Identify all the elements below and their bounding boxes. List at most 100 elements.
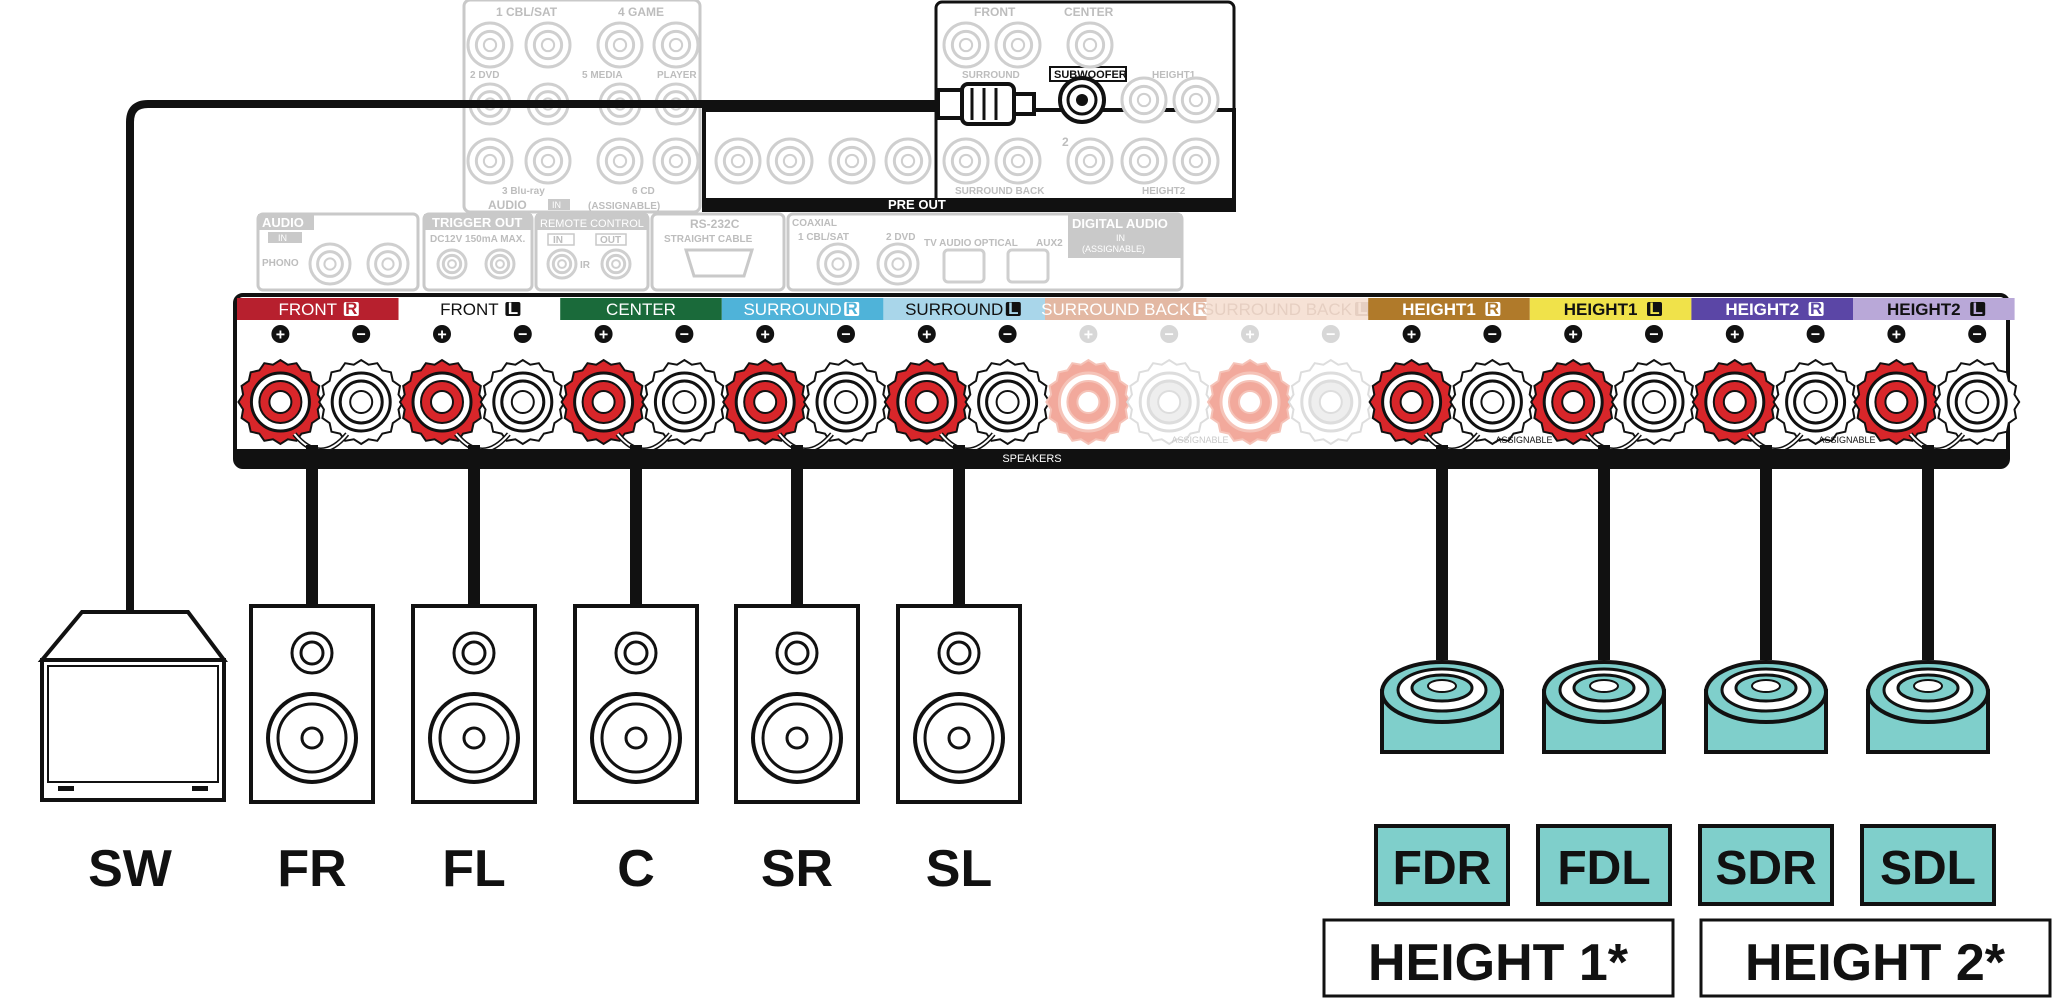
phono-l-jack-outer bbox=[366, 242, 410, 286]
preout-jack-8-outer bbox=[1172, 137, 1220, 185]
trigger-title-bar bbox=[424, 214, 532, 230]
remote-ir-label: IR bbox=[580, 260, 591, 271]
preout-jack-top-0-outer bbox=[942, 21, 990, 69]
height-label-sdl: SDL bbox=[1860, 824, 1996, 906]
preout-front-label: FRONT bbox=[974, 5, 1016, 19]
negative-post bbox=[1610, 358, 1698, 446]
positive-post-hole bbox=[1238, 390, 1262, 414]
digital-audio-label: DIGITAL AUDIO bbox=[1072, 216, 1168, 231]
label-fr: FR bbox=[277, 840, 346, 898]
terminal-side-badge bbox=[1193, 302, 1209, 316]
height-label-fdl: FDL bbox=[1536, 824, 1672, 906]
preout-jack-7-ring bbox=[1128, 145, 1160, 177]
remote-out-badge bbox=[595, 233, 627, 246]
minus-mark-sign: − bbox=[1649, 327, 1658, 344]
remote-control-label: REMOTE CONTROL bbox=[540, 218, 644, 230]
preout-jack-top-3-pin bbox=[1136, 92, 1152, 108]
input-in-label: IN bbox=[552, 200, 561, 210]
negative-post bbox=[1126, 358, 1213, 446]
positive-post bbox=[1853, 358, 1940, 446]
positive-post-hole bbox=[430, 390, 454, 414]
terminal-header-bar bbox=[883, 298, 1045, 320]
minus-mark bbox=[998, 325, 1017, 343]
preout-jack-top-0-pin bbox=[958, 37, 974, 53]
negative-post bbox=[964, 358, 1051, 446]
digital-audio-badge bbox=[1068, 214, 1182, 258]
label-sl: SL bbox=[926, 840, 992, 898]
input-cd-label: 6 CD bbox=[632, 186, 655, 197]
phono-audio-badge bbox=[258, 214, 314, 230]
terminal-side-badge bbox=[1647, 302, 1662, 316]
minus-mark bbox=[1806, 325, 1825, 343]
input-jack-2-pin bbox=[612, 37, 628, 53]
negative-post-hole bbox=[672, 390, 697, 414]
terminal-header-label: FRONT bbox=[279, 300, 338, 319]
input-jack-1-ring bbox=[532, 29, 564, 61]
height-label-box bbox=[1374, 824, 1510, 906]
terminal-header-label: HEIGHT2 bbox=[1725, 300, 1799, 319]
height-label-box bbox=[1536, 824, 1672, 906]
subwoofer-foot-left bbox=[58, 786, 74, 791]
tweeter-inner bbox=[946, 640, 972, 666]
positive-post bbox=[1206, 358, 1294, 446]
input-cbl-sat-label: 1 CBL/SAT bbox=[496, 5, 558, 19]
positive-post bbox=[1368, 358, 1455, 446]
terminal-side-badge bbox=[1485, 302, 1501, 316]
preout-jack-top-1-ring bbox=[1002, 29, 1034, 61]
preout-jack-2-outer bbox=[828, 137, 876, 185]
label-sr: SR bbox=[761, 840, 833, 898]
input-jack-0-outer bbox=[466, 21, 514, 69]
height-label-text: SDL bbox=[1880, 842, 1976, 895]
minus-mark bbox=[1483, 325, 1502, 343]
preout-jack-2-ring bbox=[836, 145, 868, 177]
preout-jack-0-outer bbox=[714, 137, 762, 185]
preout-jack-top-3-outer bbox=[1120, 76, 1168, 124]
plus-mark-sign: + bbox=[1569, 327, 1578, 344]
trigger-spec-label: DC12V 150mA MAX. bbox=[430, 234, 525, 245]
coax-dvd-label: 2 DVD bbox=[886, 232, 915, 243]
rc-jack-pin bbox=[611, 259, 621, 269]
aux2-label: AUX2 bbox=[1036, 238, 1063, 249]
rs232c-port bbox=[683, 248, 755, 278]
input-player-label: PLAYER bbox=[657, 70, 697, 81]
positive-post bbox=[1530, 358, 1617, 446]
minus-mark bbox=[1645, 325, 1663, 343]
rc-jack-ring bbox=[605, 253, 627, 275]
preout-jack-0-pin bbox=[730, 153, 746, 169]
input-jack-6-outer bbox=[596, 137, 644, 185]
positive-post-hole bbox=[1722, 390, 1747, 414]
wire-height-3 bbox=[1922, 445, 1934, 660]
input-jack-0-pin bbox=[482, 37, 498, 53]
positive-post bbox=[1691, 358, 1778, 446]
terminal-header-label: SURROUND bbox=[743, 300, 841, 319]
remote-in-badge bbox=[547, 233, 575, 246]
negative-post-hole bbox=[1480, 390, 1505, 414]
input-game-label: 4 GAME bbox=[618, 5, 664, 19]
positive-post bbox=[560, 358, 647, 446]
subwoofer-jack-pin bbox=[1076, 94, 1088, 106]
subwoofer-jack-ring bbox=[1066, 84, 1098, 116]
terminal-side-badge bbox=[844, 302, 860, 316]
phono-in-badge bbox=[268, 232, 302, 243]
height-label-text: FDL bbox=[1557, 842, 1650, 895]
height-label-fdr: FDR bbox=[1374, 824, 1510, 906]
ir-jack-pin bbox=[557, 259, 567, 269]
plus-mark bbox=[1887, 325, 1906, 343]
positive-post-hole bbox=[914, 390, 939, 414]
height-label-box bbox=[1860, 824, 1996, 906]
minus-mark bbox=[1160, 325, 1179, 343]
negative-post bbox=[318, 358, 405, 446]
wire-floor-3 bbox=[791, 445, 803, 605]
input-jack-3-ring bbox=[660, 29, 692, 61]
phono-block bbox=[256, 212, 420, 292]
input-jack-7-pin bbox=[668, 153, 684, 169]
minus-mark-sign: − bbox=[1003, 327, 1012, 344]
remote-in-label: IN bbox=[553, 235, 563, 246]
positive-post bbox=[722, 358, 809, 446]
height-speaker-fdl bbox=[1542, 660, 1666, 754]
subwoofer-grille bbox=[47, 665, 219, 783]
preout-jack-top-2-ring bbox=[1074, 29, 1106, 61]
